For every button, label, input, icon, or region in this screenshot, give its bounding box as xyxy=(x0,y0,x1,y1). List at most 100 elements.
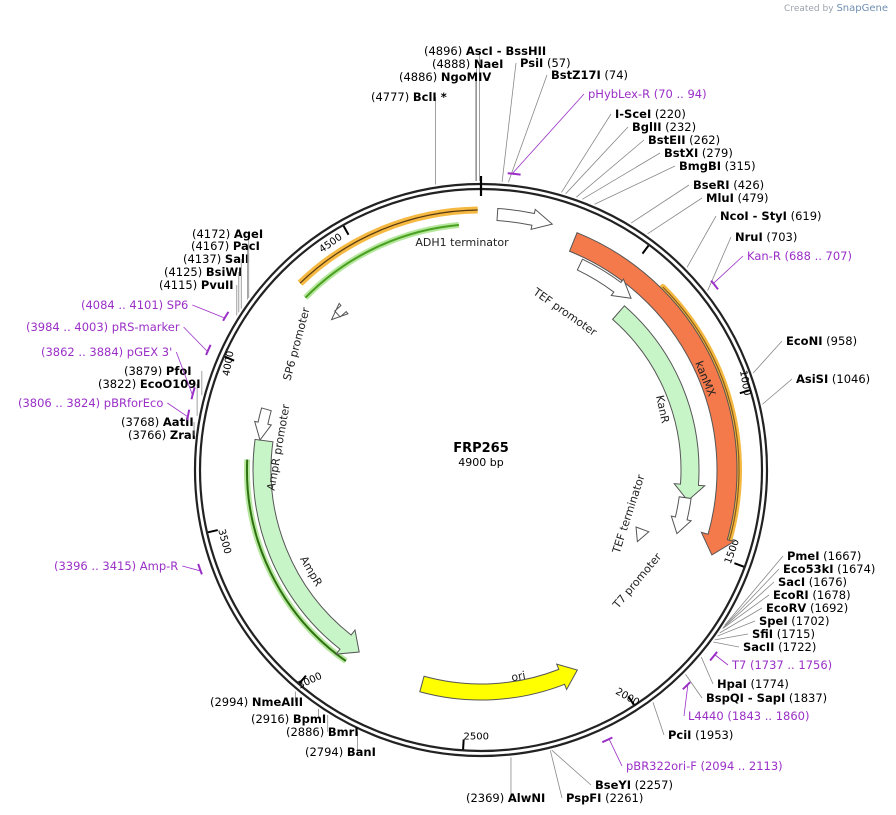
site-spei[interactable]: SpeI (1702) xyxy=(717,614,830,637)
site-alwni[interactable]: (2369) AlwNI xyxy=(466,757,545,805)
tick-label: 2500 xyxy=(463,731,488,742)
site-bcli[interactable]: (4777) BclI * xyxy=(371,90,447,185)
feature-sp6-promoter[interactable] xyxy=(330,302,349,321)
site-pmei[interactable]: PmeI (1667) xyxy=(724,549,862,626)
site-eco53ki[interactable]: Eco53kI (1674) xyxy=(723,562,875,628)
site-sfii[interactable]: SfiI (1715) xyxy=(714,627,815,641)
site-nrui[interactable]: NruI (703) xyxy=(707,230,798,291)
site-bpmi[interactable]: (2916) BpmI xyxy=(251,708,326,726)
tick-mark xyxy=(641,245,650,255)
kanmx-arc-line xyxy=(662,286,740,541)
site-pcii[interactable]: PciI (1953) xyxy=(652,702,733,742)
site-sacii[interactable]: SacII (1722) xyxy=(713,640,816,654)
feature-tef-promoter[interactable] xyxy=(576,258,632,299)
site-bspqi[interactable]: BspQI - SapI (1837) xyxy=(685,673,827,705)
feature-tef-terminator[interactable] xyxy=(670,496,693,535)
primer-mark xyxy=(709,651,718,662)
primer-prs-marker[interactable]: (3984 .. 4003) pRS-marker xyxy=(26,320,212,356)
site-leader-line xyxy=(630,184,690,224)
primer-label: (4084 .. 4101) SP6 xyxy=(81,298,188,312)
primer-phyblex-r[interactable]: pHybLex-R (70 .. 94) xyxy=(507,87,707,176)
primer-pbrforeco[interactable]: (3806 .. 3824) pBRforEco xyxy=(18,396,191,421)
site-leader-line xyxy=(722,581,775,629)
site-bglii[interactable]: BglII (232) xyxy=(565,120,696,194)
feature-adh1-terminator[interactable] xyxy=(496,208,554,231)
site-ecori[interactable]: EcoRI (1678) xyxy=(722,588,851,629)
primer-label: Kan-R (688 .. 707) xyxy=(747,249,852,263)
site-label: SacII (1722) xyxy=(743,640,816,654)
site-asisi[interactable]: AsiSI (1046) xyxy=(762,372,870,405)
primer-amp-r[interactable]: (3396 .. 3415) Amp-R xyxy=(54,559,203,575)
site-i-scei[interactable]: I-SceI (220) xyxy=(561,107,686,193)
site-pvuii[interactable]: (4115) PvuII xyxy=(159,278,238,316)
site-leader-line xyxy=(508,74,548,183)
site-hpai[interactable]: HpaI (1774) xyxy=(700,656,789,691)
tick-label: 2000 xyxy=(613,686,641,708)
primer-leader-line xyxy=(683,684,689,717)
site-label: BstZ17I (74) xyxy=(551,68,628,82)
site-aatii[interactable]: (3768) AatII xyxy=(121,415,195,436)
site-ngomiv[interactable]: (4886) NgoMIV xyxy=(399,70,491,182)
site-paci[interactable]: (4167) PacI xyxy=(191,239,260,300)
site-bsteii[interactable]: BstEII (262) xyxy=(576,133,720,198)
site-ncoi[interactable]: NcoI - StyI (619) xyxy=(686,209,822,268)
site-zrai[interactable]: (3766) ZraI xyxy=(128,428,196,442)
feature-ampr-promoter[interactable] xyxy=(253,407,273,442)
site-asci[interactable]: (4896) AscI - BssHII xyxy=(424,44,546,182)
site-label: SpeI (1702) xyxy=(759,614,830,628)
primer-pbr322ori-f[interactable]: pBR322ori-F (2094 .. 2113) xyxy=(601,736,783,774)
site-label: PciI (1953) xyxy=(668,728,733,742)
tick-mark xyxy=(627,695,635,706)
site-agei[interactable]: (4172) AgeI xyxy=(192,227,263,299)
site-label: I-SceI (220) xyxy=(615,107,686,121)
site-pspfi[interactable]: PspFI (2261) xyxy=(549,750,643,805)
site-naei[interactable]: (4888) NaeI xyxy=(432,57,503,182)
site-mlui[interactable]: MluI (479) xyxy=(647,191,769,235)
site-bseyi[interactable]: BseYI (2257) xyxy=(551,749,673,792)
feature-label-tef-terminator: TEF terminator xyxy=(610,472,648,555)
site-label: BspQI - SapI (1837) xyxy=(706,691,827,705)
site-bmri[interactable]: (2886) BmrI xyxy=(286,714,359,739)
site-leader-line xyxy=(707,236,732,291)
tick-mark xyxy=(298,674,307,684)
site-ecoo109i[interactable]: (3822) EcoO109I xyxy=(98,377,201,416)
feature-label-adh1-terminator: ADH1 terminator xyxy=(415,236,509,249)
upper-left-green-arc xyxy=(304,224,459,299)
site-leader-line xyxy=(594,165,676,205)
site-bsiwi[interactable]: (4125) BsiWI xyxy=(164,265,242,313)
site-nmeaiii[interactable]: (2994) NmeAIII xyxy=(210,691,303,709)
feature-kanmx[interactable] xyxy=(568,232,738,556)
primer-pgex-3[interactable]: (3862 .. 3884) pGEX 3' xyxy=(41,345,196,400)
site-label: (2794) BanI xyxy=(305,745,376,759)
primer-leader-line xyxy=(167,402,189,418)
feature-t7-promoter[interactable] xyxy=(635,526,650,543)
primer-l4440[interactable]: L4440 (1843 .. 1860) xyxy=(682,681,810,723)
primer-leader-line xyxy=(713,255,744,284)
primer-leader-line xyxy=(182,565,201,572)
site-ecorv[interactable]: EcoRV (1692) xyxy=(719,601,849,634)
primer-kan-r[interactable]: Kan-R (688 .. 707) xyxy=(710,249,852,290)
feature-ori[interactable] xyxy=(419,663,579,701)
site-saci[interactable]: SacI (1676) xyxy=(722,575,847,629)
site-label: (3822) EcoO109I xyxy=(98,377,201,391)
primer-leader-line xyxy=(511,93,585,174)
site-bstxi[interactable]: BstXI (279) xyxy=(581,146,733,200)
primer-sp6[interactable]: (4084 .. 4101) SP6 xyxy=(81,298,230,322)
site-label: PspFI (2261) xyxy=(566,791,643,805)
site-psii[interactable]: PsiI (57) xyxy=(501,56,571,182)
site-bstz17i[interactable]: BstZ17I (74) xyxy=(508,68,628,183)
feature-ampr[interactable] xyxy=(252,438,360,655)
primer-label: pBR322ori-F (2094 .. 2113) xyxy=(626,759,783,773)
site-bseri[interactable]: BseRI (426) xyxy=(630,178,764,224)
feature-label-sp6-promoter: SP6 promoter xyxy=(281,306,313,382)
site-econi[interactable]: EcoNI (958) xyxy=(752,334,857,374)
primer-t7[interactable]: T7 (1737 .. 1756) xyxy=(709,651,832,672)
site-leader-line xyxy=(752,340,783,374)
site-label: EcoRI (1678) xyxy=(773,588,851,602)
tick-mark xyxy=(207,529,218,534)
site-bmgbi[interactable]: BmgBI (315) xyxy=(594,159,756,205)
site-label: BseYI (2257) xyxy=(595,778,673,792)
site-leader-line xyxy=(501,62,517,182)
site-sali[interactable]: (4137) SalI xyxy=(183,252,249,309)
site-bani[interactable]: (2794) BanI xyxy=(305,731,376,759)
